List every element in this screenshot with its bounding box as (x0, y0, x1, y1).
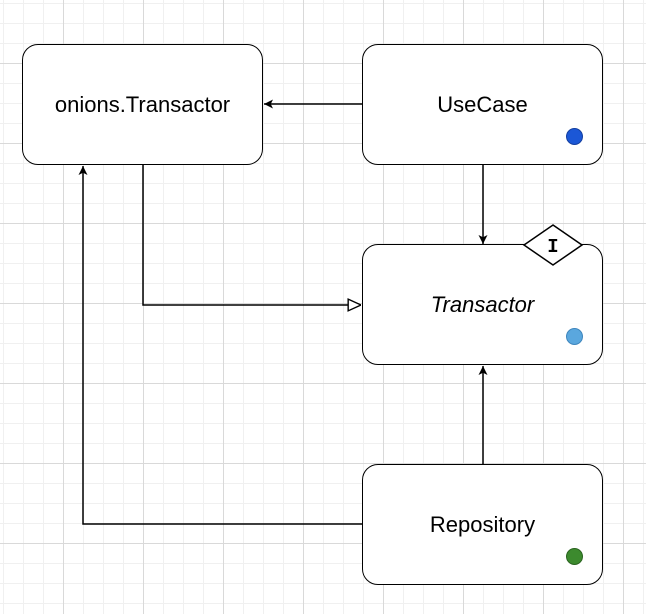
node-transactor-label: Transactor (430, 291, 535, 317)
node-onions-transactor-label: onions.Transactor (54, 91, 231, 117)
node-usecase-label: UseCase (437, 91, 528, 117)
usecase-status-dot (566, 128, 583, 145)
edge-onions-transactor-implements-transactor[interactable] (142, 165, 361, 305)
edge-repository-to-onions-transactor[interactable] (78, 166, 362, 525)
node-onions-transactor[interactable]: onions.Transactor (22, 44, 263, 165)
interface-badge-letter: I (547, 236, 558, 258)
repository-status-dot (566, 548, 583, 565)
interface-badge-icon: I (522, 224, 584, 266)
node-transactor[interactable]: Transactor (362, 244, 603, 365)
node-repository[interactable]: Repository (362, 464, 603, 585)
transactor-status-dot (566, 328, 583, 345)
node-repository-label: Repository (429, 511, 536, 537)
node-usecase[interactable]: UseCase (362, 44, 603, 165)
